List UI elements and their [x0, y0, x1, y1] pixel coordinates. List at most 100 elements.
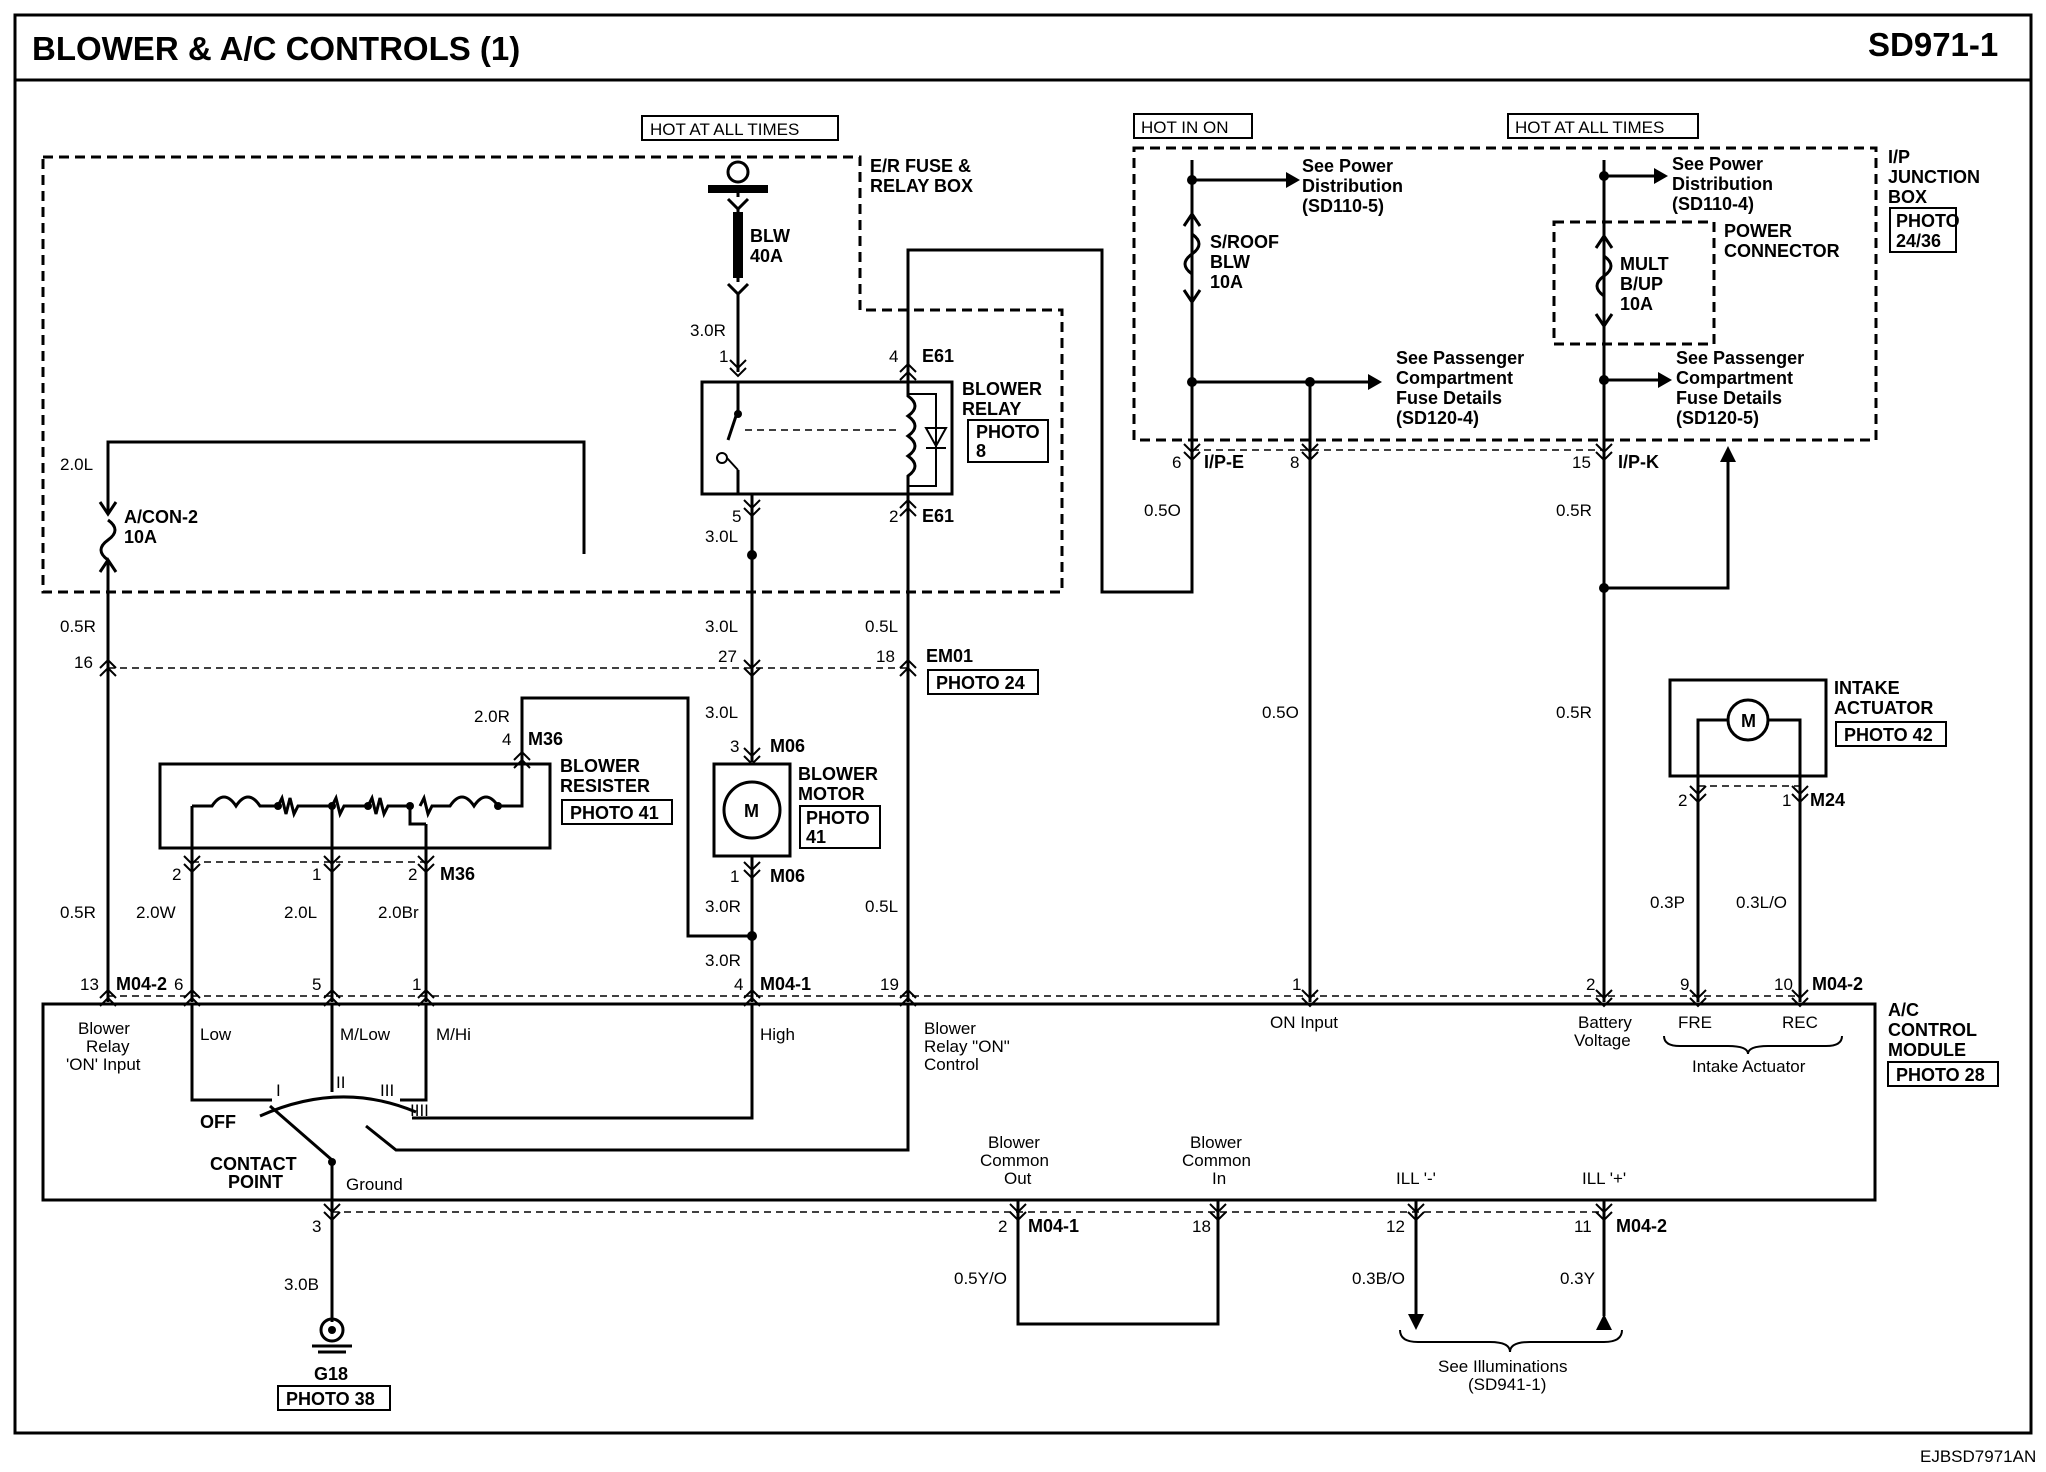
wire-0-3p: 0.3P	[1650, 893, 1685, 912]
wire-acon2-in: 2.0L	[60, 455, 93, 474]
ground-symbol-dot	[328, 1326, 336, 1334]
label-blower-common-in-2: Common	[1182, 1151, 1251, 1170]
resister-node-5	[494, 802, 502, 810]
hot-in-on-box	[1133, 113, 1253, 139]
ground-photo-box	[277, 1385, 391, 1411]
pin-16: 16	[74, 653, 93, 672]
sroof-fuse-symbol	[1182, 211, 1202, 305]
intake-actuator-m: M	[1741, 711, 1756, 731]
pin-m36-2: 2	[408, 865, 417, 884]
blower-resister-photo: PHOTO 41	[570, 803, 659, 823]
label-blower-common-in-1: Blower	[1190, 1133, 1242, 1152]
hot-in-on-label: HOT IN ON	[1141, 118, 1229, 137]
module-wire-high	[412, 1004, 754, 1120]
wire-0-3bo: 0.3B/O	[1352, 1269, 1405, 1288]
wire-2-0br: 2.0Br	[378, 903, 419, 922]
pin-m04-9: 9	[1680, 975, 1689, 994]
label-rec: REC	[1782, 1013, 1818, 1032]
module-wire-low	[190, 1004, 272, 1102]
switch-pos-2: II	[336, 1073, 345, 1092]
intake-actuator-box	[1668, 678, 1828, 778]
blower-resister-label-1: BLOWER	[560, 756, 640, 776]
blower-resister-box	[158, 762, 552, 850]
hot-label-left: HOT AT ALL TIMES	[650, 120, 799, 139]
battery-source-terminal	[726, 160, 750, 184]
wire-acon2-supply	[106, 440, 586, 554]
pin-relay-1: 1	[719, 347, 728, 366]
ip-junction-box	[1132, 146, 1878, 442]
splice-relay5	[747, 550, 757, 560]
relay-contact-b	[716, 452, 728, 464]
footer-code: EJBSD7971AN	[1920, 1447, 2036, 1466]
pin-27: 27	[718, 647, 737, 666]
blw-fuse-symbol	[726, 189, 750, 297]
illuminations-brace	[1399, 1329, 1623, 1353]
connector-em01: EM01	[926, 646, 973, 666]
label-blower-relay-on-control-2: Relay "ON"	[924, 1037, 1010, 1056]
sroof-fuse-label-1: S/ROOF	[1210, 232, 1279, 252]
ref-power-dist-1-b: Distribution	[1302, 176, 1403, 196]
hot-label-right: HOT AT ALL TIMES	[1515, 118, 1664, 137]
wire-0-5r-a: 0.5R	[1556, 501, 1592, 520]
pin-m06-2: 1	[730, 867, 739, 886]
blower-motor-photo-1: PHOTO	[806, 808, 870, 828]
label-ill-minus: ILL '-'	[1396, 1169, 1436, 1188]
pin-ip-8: 8	[1290, 453, 1299, 472]
mult-fuse-symbol	[1594, 233, 1614, 329]
hot-label-right-box	[1507, 113, 1699, 139]
wire-0-5o-a: 0.5O	[1144, 501, 1181, 520]
pin-18-em01: 18	[876, 647, 895, 666]
connector-chevrons	[99, 359, 1809, 1222]
pin-m04-4: 4	[734, 975, 743, 994]
connector-m06-bottom: M06	[770, 866, 805, 886]
blower-relay-photo-1: PHOTO	[976, 422, 1040, 442]
mult-fuse-label-3: 10A	[1620, 294, 1653, 314]
blower-motor-m: M	[744, 801, 759, 821]
resister-network	[192, 766, 524, 826]
ip-box-label-1: I/P	[1888, 147, 1910, 167]
connector-m36-top: M36	[528, 729, 563, 749]
label-blower-relay-on-input-1: Blower	[78, 1019, 130, 1038]
ac-control-module-box	[41, 1002, 1877, 1202]
ref-power-dist-2-a: See Power	[1672, 154, 1763, 174]
label-blower-relay-on-input-2: Relay	[86, 1037, 130, 1056]
switch-pos-3: III	[380, 1081, 394, 1100]
connector-e61-bottom: E61	[922, 506, 954, 526]
pin-ip-k-15: 15	[1572, 453, 1591, 472]
er-box-label-1: E/R FUSE &	[870, 156, 971, 176]
switch-pos-4: IIII	[410, 1101, 429, 1120]
intake-actuator-brace	[1663, 1035, 1843, 1055]
label-mlow: M/Low	[340, 1025, 391, 1044]
blower-relay-box	[700, 380, 954, 496]
pin-m04-6: 6	[174, 975, 183, 994]
relay-coil	[905, 382, 917, 494]
connector-m04-1-bottom: M04-1	[1028, 1216, 1079, 1236]
connector-m36-bottom: M36	[440, 864, 475, 884]
blower-resister-photo-box	[561, 799, 673, 825]
acon2-fuse-label-1: A/CON-2	[124, 507, 198, 527]
pin-m04-19: 19	[880, 975, 899, 994]
pin-ip-e-6: 6	[1172, 453, 1181, 472]
pin-relay-4: 4	[889, 347, 898, 366]
wire-blower-relay-out: 3.0L	[705, 527, 738, 546]
connector-m04-2-bottom: M04-2	[1616, 1216, 1667, 1236]
intake-actuator-photo-box	[1835, 721, 1947, 747]
relay-diode	[908, 393, 948, 487]
ground-symbol-ring	[319, 1317, 345, 1343]
label-blower-relay-on-input-3: 'ON' Input	[66, 1055, 141, 1074]
label-battery-voltage-1: Battery	[1578, 1013, 1632, 1032]
switch-pos-1: I	[276, 1081, 281, 1100]
wire-3-0r-b: 3.0R	[705, 951, 741, 970]
wire-0-5o-b: 0.5O	[1262, 703, 1299, 722]
arrow-head-2	[1368, 374, 1382, 390]
label-blower-common-in-3: In	[1212, 1169, 1226, 1188]
pin-m04-1: 1	[412, 975, 421, 994]
ip-box-label-2: JUNCTION	[1888, 167, 1980, 187]
ref-pass-fuse-2-b: Compartment	[1676, 368, 1793, 388]
pin-relay-2: 2	[889, 507, 898, 526]
switch-blade	[269, 1104, 333, 1162]
pin-ground-3: 3	[312, 1217, 321, 1236]
blw-fuse-body	[733, 212, 743, 278]
ref-illuminations-2: (SD941-1)	[1468, 1375, 1546, 1394]
connector-ip-e: I/P-E	[1204, 452, 1244, 472]
